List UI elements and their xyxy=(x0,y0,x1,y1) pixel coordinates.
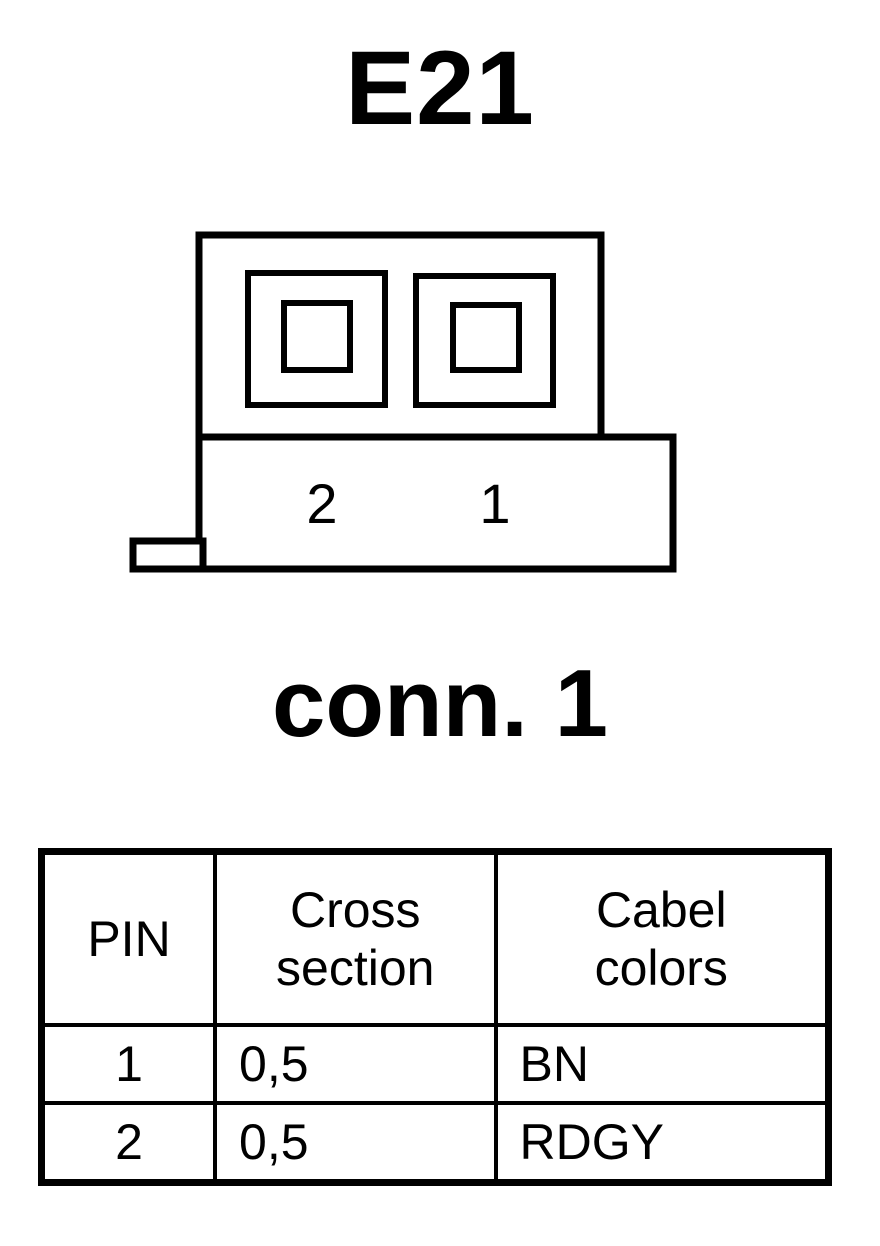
connector-caption: conn. 1 xyxy=(271,650,609,757)
cell-pin: 2 xyxy=(39,1101,218,1185)
column-header-cable-colors-line-2: colors xyxy=(594,940,728,996)
cell-cross-section: 0,5 xyxy=(213,1101,498,1185)
pin-assignment-table: PIN Cross section Cabel colors 1 0,5 BN … xyxy=(38,848,832,1186)
connector-diagram: 2 1 xyxy=(129,231,677,573)
table-header-row: PIN Cross section Cabel colors xyxy=(39,849,831,1027)
column-header-cable-colors-line-1: Cabel xyxy=(595,882,727,938)
table-row: 1 0,5 BN xyxy=(39,1023,831,1105)
cavity-inner-pin-1 xyxy=(450,302,522,373)
connector-latch-tab xyxy=(129,537,207,573)
cavity-inner-pin-2 xyxy=(281,300,353,373)
cell-cable-color: BN xyxy=(493,1023,831,1105)
column-header-pin: PIN xyxy=(39,849,218,1027)
connector-lower-body xyxy=(195,433,677,573)
column-header-cable-colors: Cabel colors xyxy=(493,849,831,1027)
table-row: 2 0,5 RDGY xyxy=(39,1101,831,1185)
cell-pin: 1 xyxy=(39,1023,218,1105)
page-title: E21 xyxy=(345,30,535,147)
cell-cable-color: RDGY xyxy=(493,1101,831,1185)
column-header-pin-line-1: PIN xyxy=(87,911,171,967)
column-header-cross-section-line-1: Cross xyxy=(289,882,421,938)
connector-pin-label-2: 2 xyxy=(306,472,337,535)
column-header-cross-section: Cross section xyxy=(213,849,498,1027)
column-header-cross-section-line-2: section xyxy=(276,940,435,996)
connector-svg: 2 1 xyxy=(129,231,677,573)
cell-cross-section: 0,5 xyxy=(213,1023,498,1105)
connector-pin-label-1: 1 xyxy=(479,472,510,535)
